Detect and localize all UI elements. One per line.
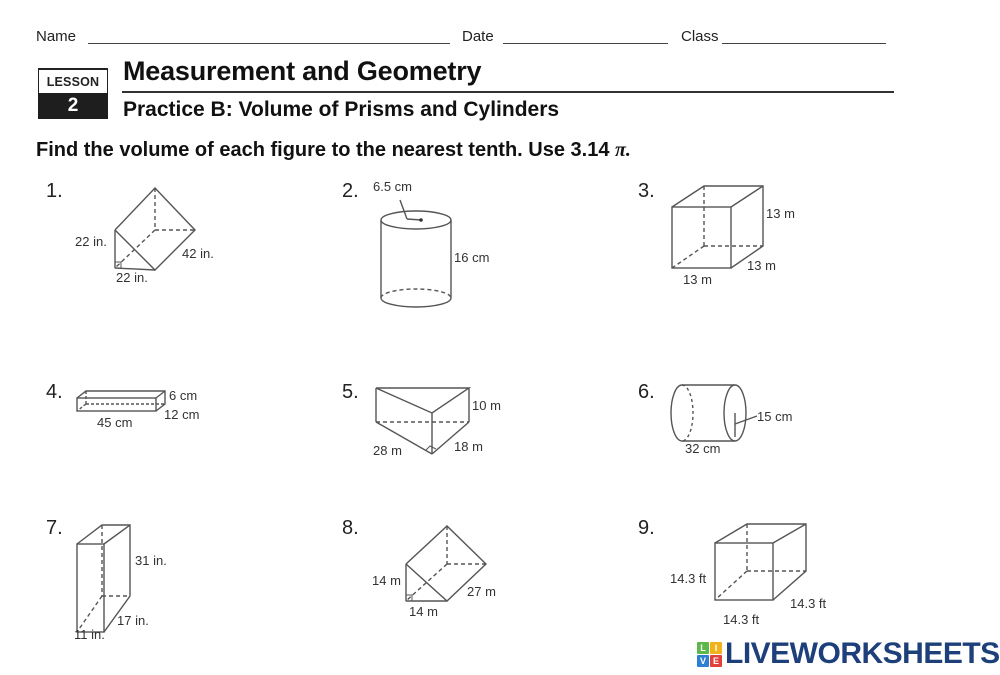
instructions-text: Find the volume of each figure to the ne…: [36, 139, 610, 161]
label: 18 m: [454, 439, 483, 454]
label: 16 cm: [454, 250, 489, 265]
label: 14 m: [372, 573, 401, 588]
problem-3-figure: 13 m 13 m 13 m: [665, 180, 825, 295]
triangular-prism-icon: 22 in. 22 in. 42 in.: [75, 186, 214, 285]
instructions: Find the volume of each figure to the ne…: [36, 139, 631, 162]
label: 28 m: [373, 443, 402, 458]
rectangular-prism-icon: 31 in. 17 in. 11 in.: [74, 524, 167, 642]
label: 14 m: [409, 604, 438, 619]
label: 22 in.: [75, 234, 107, 249]
cylinder-icon: 6.5 cm 16 cm: [373, 179, 489, 308]
label: 22 in.: [116, 270, 148, 282]
label: 12 cm: [164, 407, 199, 422]
cylinder-icon: 15 cm 32 cm: [670, 384, 792, 456]
problem-5-figure: 10 m 28 m 18 m: [370, 380, 520, 470]
problem-number: 5.: [342, 381, 359, 403]
problem-number: 8.: [342, 517, 359, 539]
label: 11 in.: [74, 627, 105, 642]
label: 14.3 ft: [790, 596, 827, 611]
label: 10 m: [472, 398, 501, 413]
problem-6-figure: 15 cm 32 cm: [665, 380, 815, 465]
label: 27 m: [467, 584, 496, 599]
lesson-number: 2: [38, 93, 108, 119]
cube-icon: 13 m 13 m 13 m: [671, 185, 795, 287]
title-divider: [122, 91, 894, 93]
name-field[interactable]: [88, 43, 450, 44]
tile-l: L: [697, 641, 709, 654]
class-label: Class: [681, 28, 719, 45]
label: 6 cm: [169, 388, 197, 403]
tile-v: V: [697, 654, 709, 667]
problem-8-figure: 14 m 14 m 27 m: [368, 522, 518, 627]
problem-number: 9.: [638, 517, 655, 539]
problem-number: 7.: [46, 517, 63, 539]
page-subtitle: Practice B: Volume of Prisms and Cylinde…: [123, 98, 560, 121]
brand-name: LIVEWORKSHEETS: [725, 637, 1000, 670]
problem-9-figure: 14.3 ft 14.3 ft 14.3 ft: [665, 520, 845, 640]
label: 14.3 ft: [670, 571, 707, 586]
date-field[interactable]: [503, 43, 668, 44]
page-title: Measurement and Geometry: [123, 56, 482, 86]
label: 45 cm: [97, 415, 132, 430]
date-label: Date: [462, 28, 494, 45]
problem-4-figure: 6 cm 12 cm 45 cm: [72, 385, 222, 440]
label: 17 in.: [117, 613, 149, 628]
liveworksheets-logo[interactable]: L I V E LIVEWORKSHEETS: [697, 637, 1000, 670]
label: 6.5 cm: [373, 179, 412, 194]
pi-symbol: π.: [615, 139, 631, 161]
label: 31 in.: [135, 553, 167, 568]
lesson-badge: LESSON 2: [38, 68, 108, 122]
problem-number: 4.: [46, 381, 63, 403]
tile-i: I: [710, 641, 722, 654]
tile-e: E: [710, 654, 722, 667]
problem-number: 3.: [638, 180, 655, 202]
triangular-prism-icon: 14 m 14 m 27 m: [372, 525, 496, 619]
problem-number: 1.: [46, 180, 63, 202]
problem-1-figure: 22 in. 22 in. 42 in.: [70, 182, 220, 287]
label: 42 in.: [182, 246, 214, 261]
label: 14.3 ft: [723, 612, 760, 627]
problem-number: 2.: [342, 180, 359, 202]
problem-2-figure: 6.5 cm 16 cm: [365, 175, 515, 320]
label: 13 m: [747, 258, 776, 273]
label: 32 cm: [685, 441, 720, 456]
problem-7-figure: 31 in. 17 in. 11 in.: [70, 520, 210, 650]
label: 13 m: [683, 272, 712, 287]
label: 13 m: [766, 206, 795, 221]
cube-icon: 14.3 ft 14.3 ft 14.3 ft: [670, 523, 827, 627]
label: 15 cm: [757, 409, 792, 424]
triangular-prism-icon: 10 m 28 m 18 m: [373, 387, 501, 458]
lesson-label: LESSON: [38, 68, 108, 93]
problem-number: 6.: [638, 381, 655, 403]
rectangular-prism-icon: 6 cm 12 cm 45 cm: [76, 388, 199, 430]
name-label: Name: [36, 28, 77, 45]
class-field[interactable]: [722, 43, 886, 44]
logo-tiles-icon: L I V E: [697, 641, 722, 667]
